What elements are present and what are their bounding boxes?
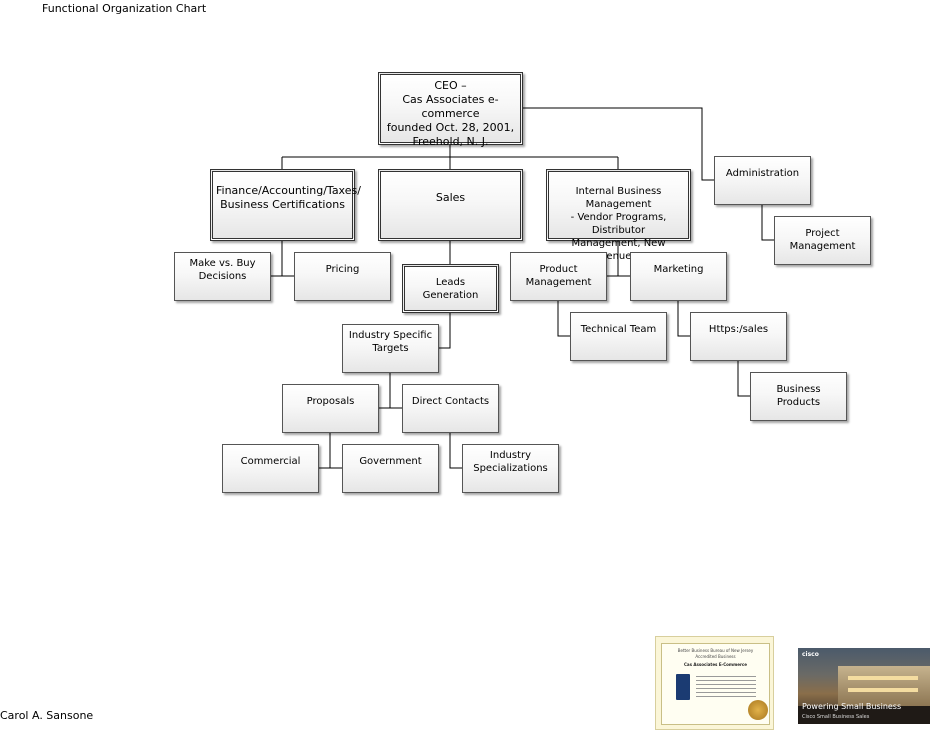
- https-sales-node[interactable]: Https:/sales: [690, 312, 787, 361]
- finance-node[interactable]: Finance/Accounting/Taxes/ Business Certi…: [210, 169, 361, 241]
- photo-subcaption: Cisco Small Business Sales: [802, 714, 870, 720]
- proposals-node[interactable]: Proposals: [282, 384, 379, 433]
- bbb-certificate-image: Better Business Bureau of New Jersey Acc…: [655, 636, 774, 730]
- photo-caption: Powering Small Business: [802, 702, 902, 711]
- cisco-small-business-photo: cisco Powering Small Business Cisco Smal…: [798, 648, 930, 724]
- cisco-logo: cisco: [802, 651, 819, 658]
- internal-business-management-node[interactable]: Internal Business Management - Vendor Pr…: [546, 169, 691, 262]
- bbb-logo-icon: [676, 674, 690, 700]
- author-footer: Carol A. Sansone: [0, 709, 94, 722]
- industry-specializations-node[interactable]: Industry Specializations: [462, 444, 559, 493]
- window-strip: [848, 688, 918, 692]
- marketing-node[interactable]: Marketing: [630, 252, 727, 301]
- business-products-node[interactable]: Business Products: [750, 372, 847, 421]
- ground-shape: [798, 706, 930, 724]
- cert-line-3: Cas Associates E-Commerce: [683, 662, 748, 667]
- building-shape: [838, 666, 930, 708]
- pricing-node[interactable]: Pricing: [294, 252, 391, 301]
- commercial-node[interactable]: Commercial: [222, 444, 319, 493]
- ceo-node[interactable]: CEO – Cas Associates e-commerce founded …: [378, 72, 523, 148]
- leads-generation-node[interactable]: Leads Generation: [402, 264, 499, 313]
- gold-seal-icon: [748, 700, 768, 720]
- administration-node[interactable]: Administration: [714, 156, 811, 205]
- cert-line-1: Better Business Bureau of New Jersey: [677, 648, 754, 653]
- sales-node[interactable]: Sales: [378, 169, 523, 241]
- cert-line-2: Accredited Business: [695, 654, 736, 659]
- make-vs-buy-node[interactable]: Make vs. Buy Decisions: [174, 252, 271, 301]
- window-strip: [848, 676, 918, 680]
- page-title: Functional Organization Chart: [42, 2, 207, 15]
- technical-team-node[interactable]: Technical Team: [570, 312, 667, 361]
- direct-contacts-node[interactable]: Direct Contacts: [402, 384, 499, 433]
- project-management-node[interactable]: Project Management: [774, 216, 871, 265]
- industry-specific-targets-node[interactable]: Industry Specific Targets: [342, 324, 439, 373]
- product-management-node[interactable]: Product Management: [510, 252, 607, 301]
- government-node[interactable]: Government: [342, 444, 439, 493]
- cert-text-lines: [696, 676, 756, 700]
